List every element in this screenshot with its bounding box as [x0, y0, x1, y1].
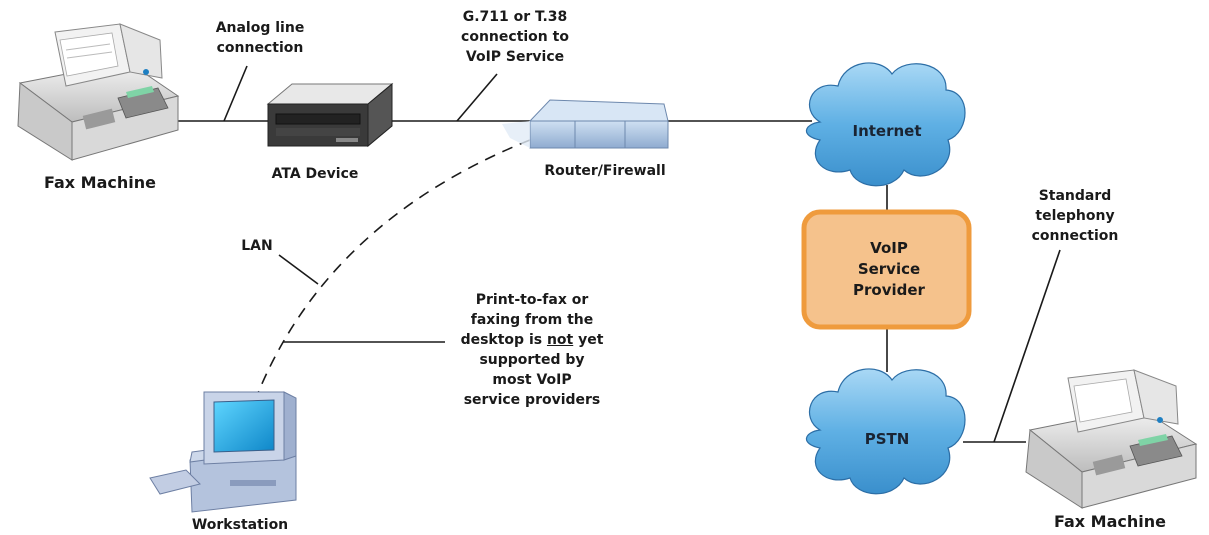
voip-provider-label: VoIP Service Provider — [804, 238, 974, 301]
internet-label: Internet — [852, 122, 922, 140]
provider-line-1: VoIP — [870, 239, 908, 257]
lan-leader — [278, 254, 319, 285]
telephony-line-2: telephony — [1035, 208, 1115, 224]
fax-machine-right-icon — [1025, 369, 1198, 509]
pstn-cloud-icon — [805, 368, 966, 495]
telephony-leader — [993, 249, 1061, 443]
note-line-3-pre: desktop is — [460, 332, 547, 348]
print-to-fax-note: Print-to-fax or faxing from the desktop … — [432, 290, 632, 410]
analog-leader — [223, 65, 248, 122]
note-line-3-post: yet — [573, 332, 604, 348]
g711-line-2: connection to — [461, 29, 569, 45]
ata-label: ATA Device — [271, 166, 359, 182]
provider-line-3: Provider — [853, 281, 925, 299]
analog-line-1: Analog line — [215, 20, 305, 36]
internet-cloud-icon — [805, 62, 966, 187]
router-firewall-icon — [502, 99, 669, 149]
router-label: Router/Firewall — [544, 163, 666, 179]
note-line-6: service providers — [463, 392, 601, 408]
telephony-callout: Standard telephony connection — [1010, 186, 1140, 246]
fax-left-label: Fax Machine — [44, 173, 156, 192]
telephony-line-3: connection — [1031, 228, 1119, 244]
lan-dashed-line — [257, 139, 531, 394]
note-line-3: desktop is not yet — [432, 330, 632, 350]
fax-machine-left-icon — [17, 23, 180, 161]
note-line-2: faxing from the — [470, 312, 594, 328]
note-line-4: supported by — [479, 352, 585, 368]
g711-line-3: VoIP Service — [465, 49, 565, 65]
analog-line-2: connection — [216, 40, 304, 56]
note-line-1: Print-to-fax or — [475, 292, 589, 308]
provider-line-2: Service — [857, 260, 921, 278]
note-emphasis-not: not — [546, 332, 574, 348]
lan-label: LAN — [241, 238, 273, 254]
voip-provider-box — [801, 209, 972, 330]
ata-device-icon — [266, 82, 394, 148]
connection-lines — [178, 65, 1061, 443]
workstation-label: Workstation — [191, 517, 289, 533]
pstn-label: PSTN — [864, 430, 910, 448]
g711-line-1: G.711 or T.38 — [462, 9, 568, 25]
g711-leader — [456, 73, 498, 122]
note-line-5: most VoIP — [492, 372, 572, 388]
telephony-line-1: Standard — [1038, 188, 1112, 204]
g711-callout: G.711 or T.38 connection to VoIP Service — [440, 7, 590, 67]
analog-callout: Analog line connection — [195, 18, 325, 58]
workstation-icon — [149, 391, 297, 513]
fax-right-label: Fax Machine — [1054, 512, 1166, 531]
